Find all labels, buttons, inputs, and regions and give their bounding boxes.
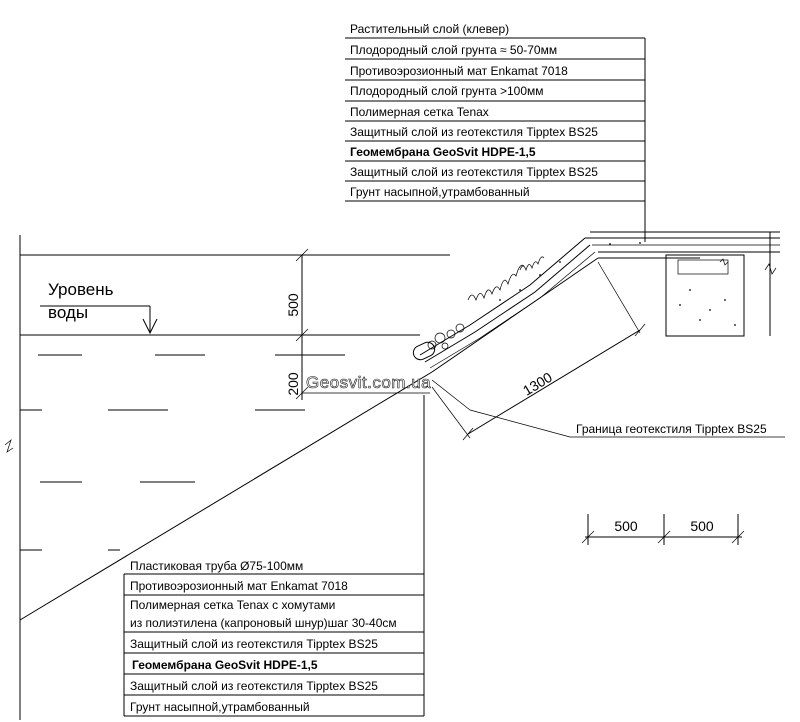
- top-layer-legend: Растительный слой (клевер) Плодородный с…: [345, 22, 646, 242]
- vertical-dimensions: 500 200: [285, 248, 430, 400]
- bottom-layer-legend: Пластиковая труба Ø75-100мм Противоэрози…: [123, 395, 425, 717]
- bottom-layer-label: Полимерная сетка Tenax с хомутами: [130, 598, 335, 612]
- bottom-layer-label: из полиэтилена (капроновый шнур)шаг 30-4…: [130, 616, 397, 630]
- embankment-structure: [4, 231, 780, 720]
- top-layer-label: Грунт насыпной,утрамбованный: [350, 185, 530, 199]
- top-layer-label: Геомембрана GeoSvit HDPE-1,5: [350, 145, 536, 159]
- underwater-slope-line: [19, 371, 433, 621]
- water-level-label: воды: [48, 303, 88, 322]
- dimension-slope-length: 1300: [520, 369, 555, 399]
- bottom-layer-label: Пластиковая труба Ø75-100мм: [130, 559, 303, 573]
- top-layer-label: Плодородный слой грунта ≈ 50-70мм: [350, 43, 557, 57]
- dimension-bottom-right: 500: [690, 518, 714, 534]
- dimension-bottom-left: 500: [614, 518, 638, 534]
- water-area: Уровень воды: [20, 280, 420, 551]
- water-level-label: Уровень: [48, 280, 114, 299]
- bottom-layer-label: Геомембрана GeoSvit HDPE-1,5: [132, 658, 318, 672]
- bottom-layer-label: Противоэрозионный мат Enkamat 7018: [130, 579, 348, 593]
- top-layer-label: Плодородный слой грунта >100мм: [350, 84, 544, 98]
- top-layer-label: Защитный слой из геотекстиля Tipptex BS2…: [350, 125, 598, 139]
- watermark: Geosvit.com.ua: [306, 373, 431, 392]
- top-layer-label: Растительный слой (клевер): [350, 22, 509, 36]
- horizontal-dimensions: 500 500: [581, 514, 745, 545]
- top-layer-label: Защитный слой из геотекстиля Tipptex BS2…: [350, 165, 598, 179]
- geotextile-boundary-label: Граница геотекстиля Tipptex BS25: [576, 422, 767, 436]
- dimension-below-water: 200: [285, 372, 301, 396]
- dimension-above-water: 500: [285, 293, 301, 317]
- top-layer-label: Полимерная сетка Tenax: [350, 105, 489, 119]
- bottom-layer-label: Защитный слой из геотекстиля Tipptex BS2…: [130, 679, 378, 693]
- top-layer-label: Противоэрозионный мат Enkamat 7018: [350, 64, 568, 78]
- bottom-layer-label: Грунт насыпной,утрамбованный: [130, 700, 310, 714]
- geotextile-boundary-callout: Граница геотекстиля Tipptex BS25: [431, 379, 785, 438]
- bottom-layer-label: Защитный слой из геотекстиля Tipptex BS2…: [130, 637, 378, 651]
